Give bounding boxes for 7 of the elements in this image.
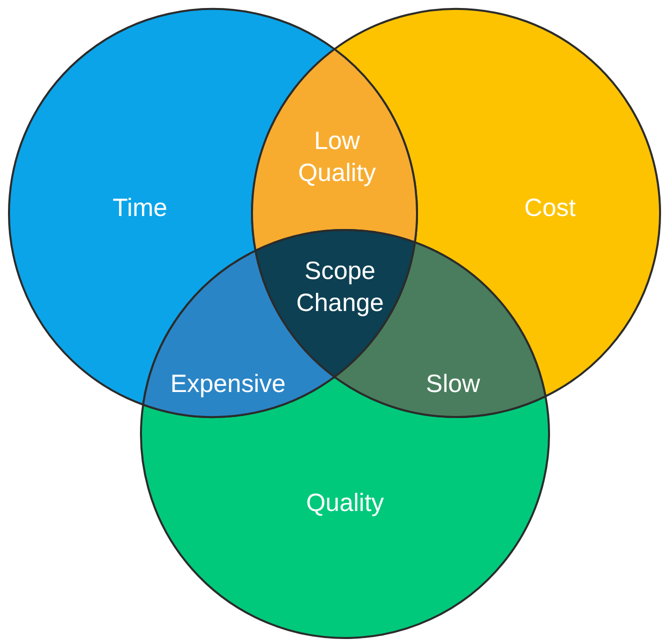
- circle-label: Quality: [306, 488, 384, 519]
- region-label: Scope Change: [295, 256, 385, 319]
- region-label: Low Quality: [297, 126, 377, 189]
- region-label: Slow: [424, 369, 482, 400]
- region-label: Expensive: [169, 369, 287, 400]
- circle-label: Cost: [524, 193, 576, 224]
- circle-label: Time: [112, 193, 168, 224]
